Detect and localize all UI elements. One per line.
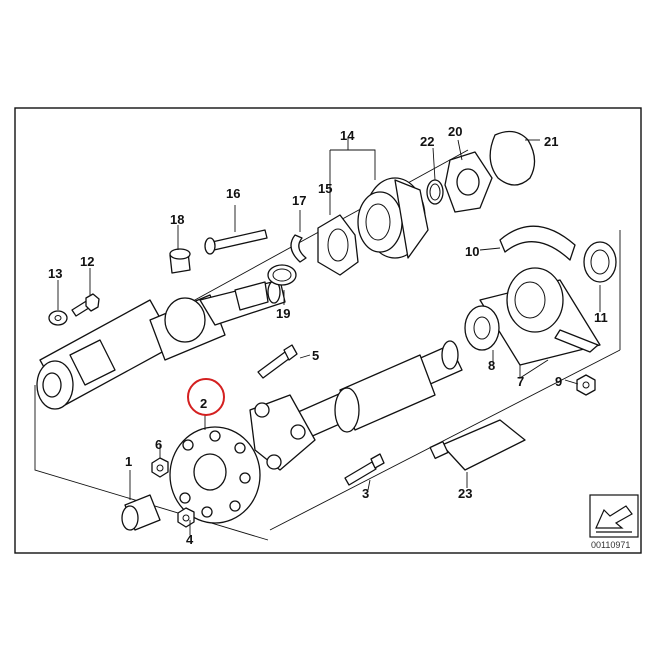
flex-disc [169, 426, 261, 524]
bolt-12 [71, 293, 100, 317]
callout-5[interactable]: 5 [312, 348, 319, 363]
callout-18[interactable]: 18 [170, 212, 184, 227]
callout-7[interactable]: 7 [517, 374, 524, 389]
callout-19[interactable]: 19 [276, 306, 290, 321]
gasket-21 [489, 130, 536, 186]
callout-9[interactable]: 9 [555, 374, 562, 389]
callout-13[interactable]: 13 [48, 266, 62, 281]
callout-2[interactable]: 2 [200, 396, 207, 411]
callout-10[interactable]: 10 [465, 244, 479, 259]
bolt-16 [204, 229, 268, 255]
nut-4 [177, 507, 195, 528]
diagram-frame [14, 107, 642, 554]
doc-number: 00110971 [591, 540, 630, 550]
directional-arrow-icon [595, 505, 633, 533]
center-bearing-7 [479, 267, 601, 366]
doc-number-box: 00110971 [589, 494, 639, 550]
bearing-8 [464, 305, 500, 351]
callout-22[interactable]: 22 [420, 134, 434, 149]
callout-3[interactable]: 3 [362, 486, 369, 501]
centering-plate-15 [317, 214, 359, 276]
front-shaft [36, 279, 286, 410]
callout-23[interactable]: 23 [458, 486, 472, 501]
nut-9 [576, 374, 596, 396]
rear-shaft [249, 340, 463, 471]
bushing-18 [169, 248, 191, 274]
clamp-19 [267, 264, 297, 286]
sleeve [121, 494, 161, 531]
callout-labels: 1 2 3 4 5 6 7 8 9 10 11 12 13 14 15 16 1… [48, 124, 608, 547]
callout-14[interactable]: 14 [340, 128, 355, 143]
ring-22 [426, 179, 444, 205]
callout-12[interactable]: 12 [80, 254, 94, 269]
clamp-17 [290, 234, 307, 263]
callout-8[interactable]: 8 [488, 358, 495, 373]
leader-lines [57, 138, 601, 535]
flange-14 [357, 177, 429, 259]
bolt-5 [257, 344, 298, 379]
selected-callout-highlight [187, 378, 225, 416]
callout-1[interactable]: 1 [125, 454, 132, 469]
grease-tube-23 [429, 419, 526, 471]
callout-17[interactable]: 17 [292, 193, 306, 208]
callout-21[interactable]: 21 [544, 134, 558, 149]
callout-15[interactable]: 15 [318, 181, 332, 196]
callout-20[interactable]: 20 [448, 124, 462, 139]
seal-11 [583, 241, 617, 283]
callout-6[interactable]: 6 [155, 437, 162, 452]
bolt-3 [344, 453, 385, 486]
cover-10 [499, 225, 576, 261]
washer-13 [48, 310, 68, 326]
nut-6 [151, 457, 169, 478]
callout-16[interactable]: 16 [226, 186, 240, 201]
callout-11[interactable]: 11 [594, 310, 608, 325]
callout-4[interactable]: 4 [186, 532, 194, 547]
plate-20 [444, 151, 493, 213]
